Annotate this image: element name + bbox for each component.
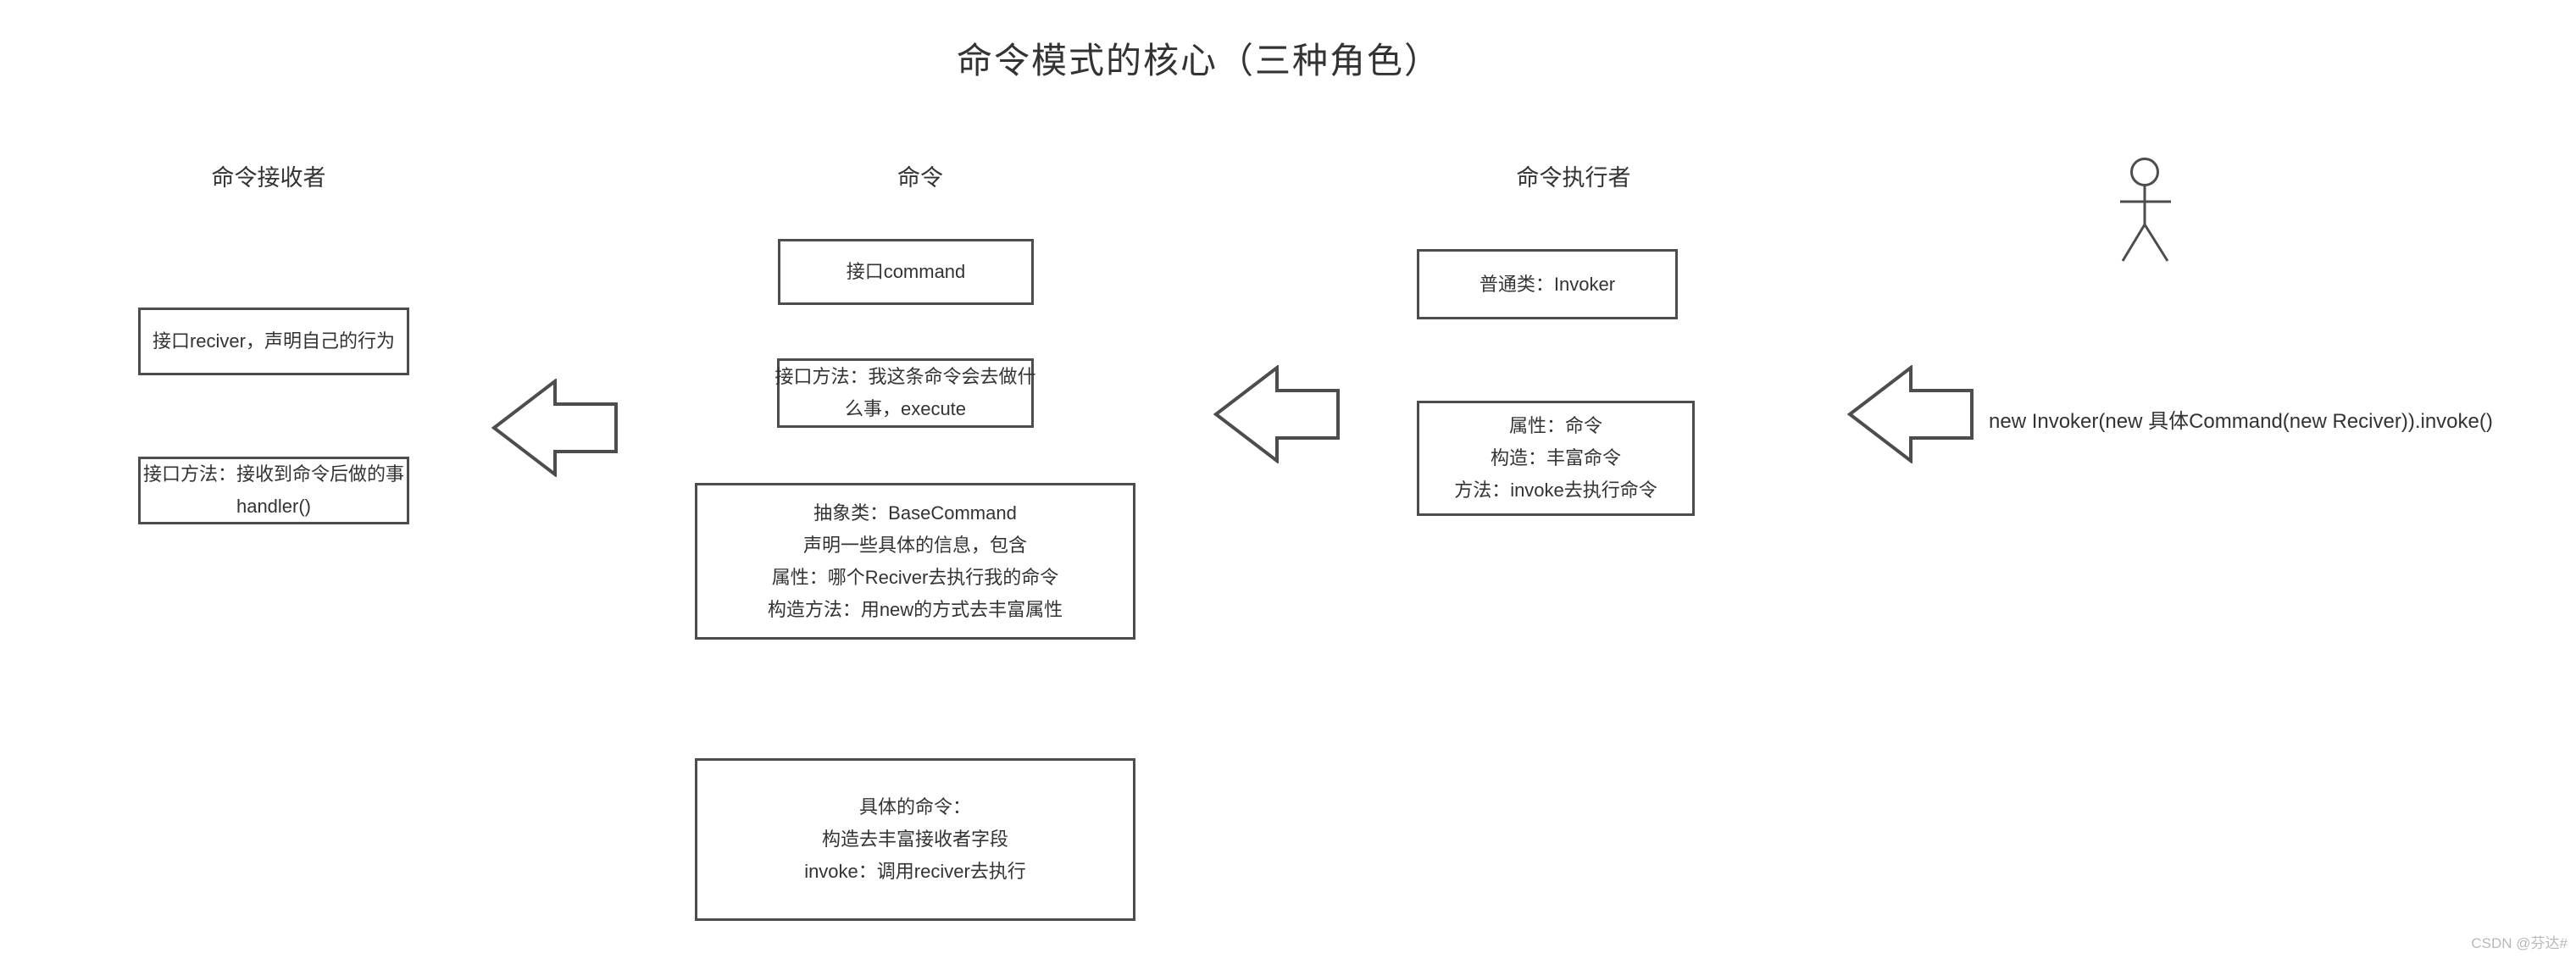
box-text-line: 抽象类：BaseCommand: [813, 502, 1017, 524]
watermark-text: CSDN @芬达#: [2471, 935, 2568, 951]
box-invoker-class: 普通类：Invoker: [1417, 249, 1678, 319]
box-text-line: 接口reciver，声明自己的行为: [152, 330, 395, 352]
box-text-line: 么事，execute: [844, 398, 967, 419]
stick-figure-icon: [2120, 158, 2171, 262]
box-text-line: 声明一些具体的信息，包含: [802, 534, 1027, 556]
box-text-line: 构造方法：用new的方式去丰富属性: [767, 598, 1063, 620]
box-base-command: 抽象类：BaseCommand 声明一些具体的信息，包含 属性：哪个Recive…: [695, 483, 1135, 640]
box-text-line: invoke：调用reciver去执行: [804, 861, 1026, 882]
box-text-line: 接口command: [846, 261, 966, 282]
box-receiver-interface: 接口reciver，声明自己的行为: [138, 308, 409, 375]
box-command-method: 接口方法：我这条命令会去做什 么事，execute: [774, 358, 1036, 428]
box-receiver-method: 接口方法：接收到命令后做的事 handler(): [138, 457, 409, 524]
left-arrow-icon: [1847, 365, 1974, 463]
box-text-line: 构造去丰富接收者字段: [821, 829, 1008, 850]
box-text-line: 具体的命令：: [858, 796, 971, 818]
box-invoker-members: 属性：命令 构造：丰富命令 方法：invoke去执行命令: [1417, 401, 1695, 516]
column-header-command: 命令: [897, 165, 943, 191]
box-command-interface: 接口command: [778, 239, 1034, 305]
usage-code-text: new Invoker(new 具体Command(new Reciver)).…: [1989, 410, 2493, 433]
box-text-line: 属性：命令: [1508, 415, 1602, 436]
box-text-line: 接口方法：我这条命令会去做什: [774, 366, 1036, 387]
left-arrow-icon: [1213, 365, 1340, 463]
page-title: 命令模式的核心（三种角色）: [956, 41, 1442, 80]
box-text-line: 接口方法：接收到命令后做的事: [142, 463, 404, 485]
column-header-receiver: 命令接收者: [211, 165, 326, 191]
box-concrete-command: 具体的命令： 构造去丰富接收者字段 invoke：调用reciver去执行: [695, 758, 1135, 921]
left-arrow-icon: [491, 379, 618, 477]
column-header-invoker: 命令执行者: [1516, 165, 1631, 191]
box-text-line: 构造：丰富命令: [1490, 447, 1621, 468]
box-text-line: 属性：哪个Reciver去执行我的命令: [771, 566, 1059, 588]
box-text-line: handler(): [236, 496, 312, 517]
box-text-line: 方法：invoke去执行命令: [1454, 480, 1657, 501]
box-text-line: 普通类：Invoker: [1479, 273, 1616, 295]
